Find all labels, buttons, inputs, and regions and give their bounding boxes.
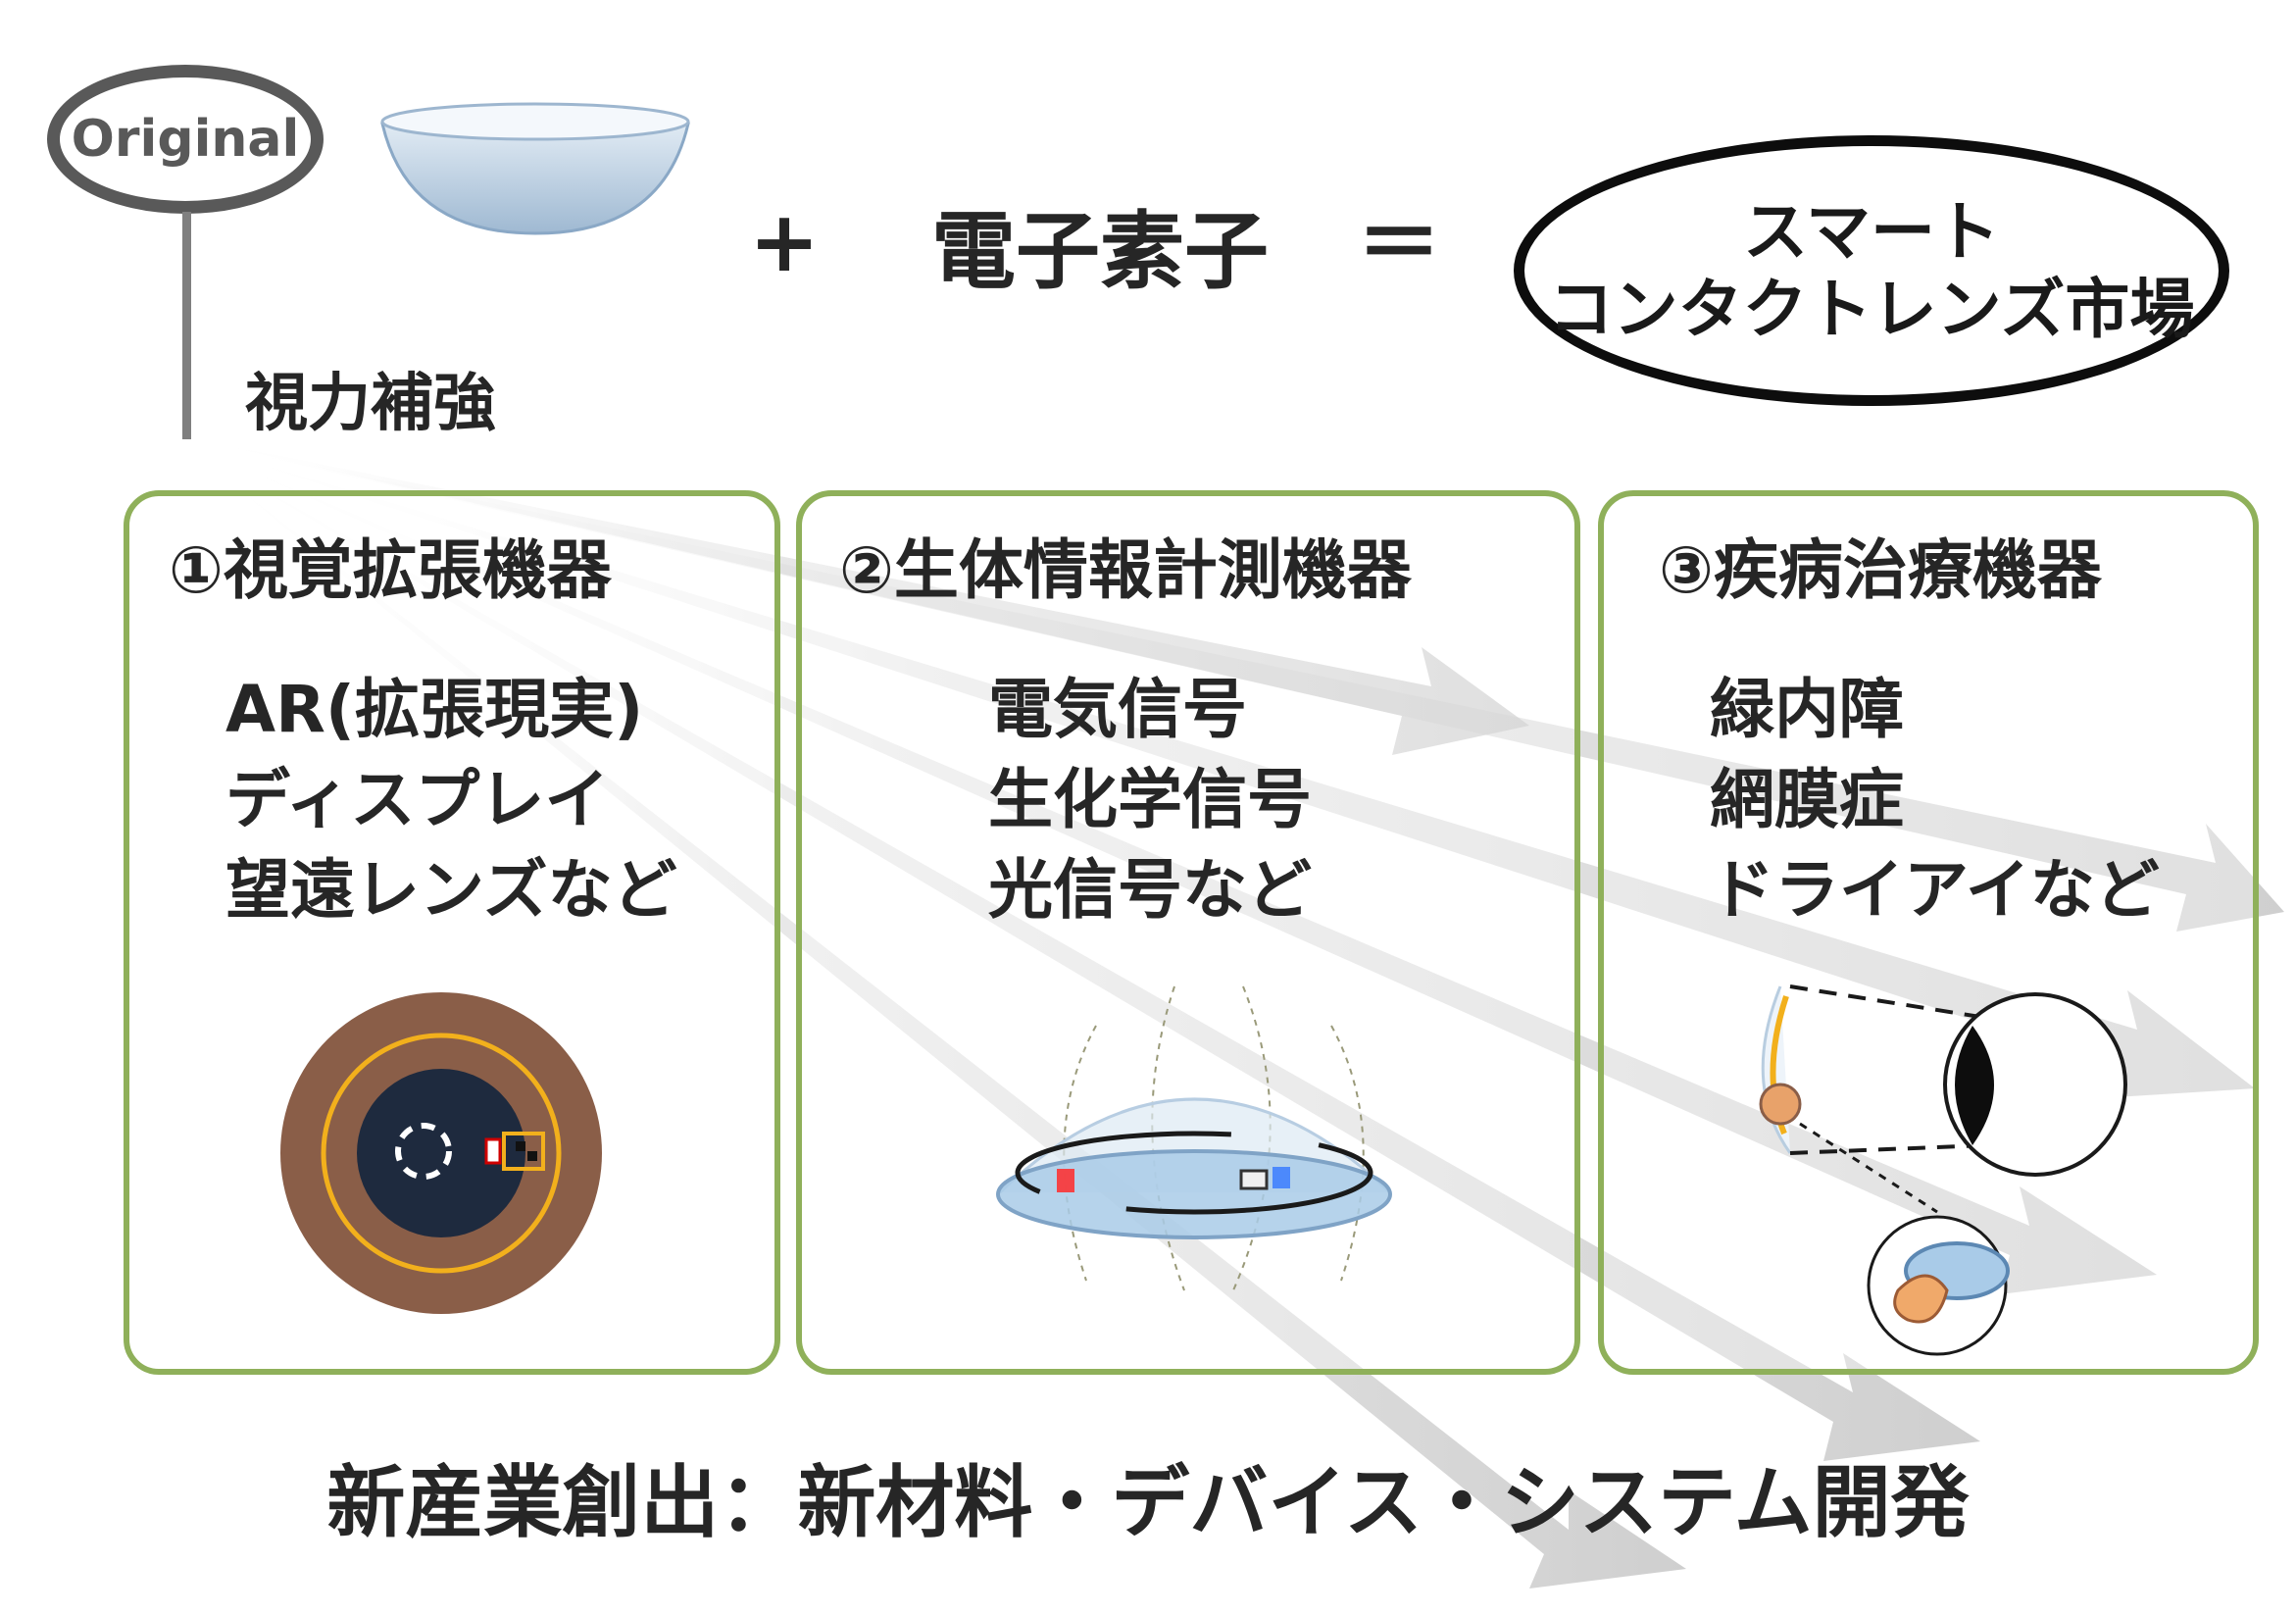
panel-biometric-measurement: ②生体情報計測機器 電気信号 生化学信号 光信号など	[796, 490, 1580, 1375]
plus-sign: +	[749, 193, 821, 291]
panel-1-item: 望遠レンズなど	[225, 852, 677, 928]
eye-treatment-icon	[1759, 984, 2127, 1356]
electronic-element-text: 電子素子	[931, 203, 1269, 301]
original-label: Original	[71, 110, 300, 169]
panel-3-item: ドライアイなど	[1710, 852, 2160, 928]
panel-2-item: 光信号など	[988, 852, 1312, 928]
equals-sign: ＝	[1357, 195, 1441, 293]
panel-3-items: 緑内障 網膜症 ドライアイなど	[1710, 665, 2160, 935]
panel-2-items: 電気信号 生化学信号 光信号など	[988, 665, 1312, 935]
fan-arrow	[186, 443, 2157, 1294]
panel-1-item: AR(拡張現実)	[225, 672, 644, 747]
original-oval: Original	[47, 65, 324, 214]
panel-disease-treatment: ③疾病治療機器 緑内障 網膜症 ドライアイなど	[1598, 490, 2259, 1375]
panel-3-title: ③疾病治療機器	[1659, 532, 2102, 608]
vision-correction-label: 視力補強	[245, 368, 496, 440]
footer-new-industry-text: 新産業創出：新材料・デバイス・システム開発	[326, 1457, 1970, 1548]
panel-1-item: ディスプレイ	[225, 762, 610, 837]
panel-visual-augmentation: ①視覚拡張機器 AR(拡張現実) ディスプレイ 望遠レンズなど	[124, 490, 780, 1375]
panel-2-title: ②生体情報計測機器	[839, 532, 1412, 608]
contact-lens-photo	[380, 102, 690, 235]
panel-1-items: AR(拡張現実) ディスプレイ 望遠レンズなど	[225, 665, 677, 935]
original-stem-line	[182, 212, 191, 439]
eye-ar-lens-icon	[280, 992, 602, 1314]
sensor-lens-icon	[996, 985, 1392, 1291]
market-line-1: スマート	[1742, 193, 2001, 270]
smart-contact-lens-market-oval: スマート コンタクトレンズ市場	[1514, 135, 2229, 406]
panel-2-item: 生化学信号	[988, 762, 1312, 837]
panel-2-item: 電気信号	[988, 672, 1247, 747]
panel-3-item: 緑内障	[1710, 672, 1904, 747]
fan-arrow	[186, 441, 2255, 1098]
panel-3-item: 網膜症	[1710, 762, 1904, 837]
market-line-2: コンタクトレンズ市場	[1548, 272, 2195, 347]
panel-1-title: ①視覚拡張機器	[169, 532, 612, 608]
